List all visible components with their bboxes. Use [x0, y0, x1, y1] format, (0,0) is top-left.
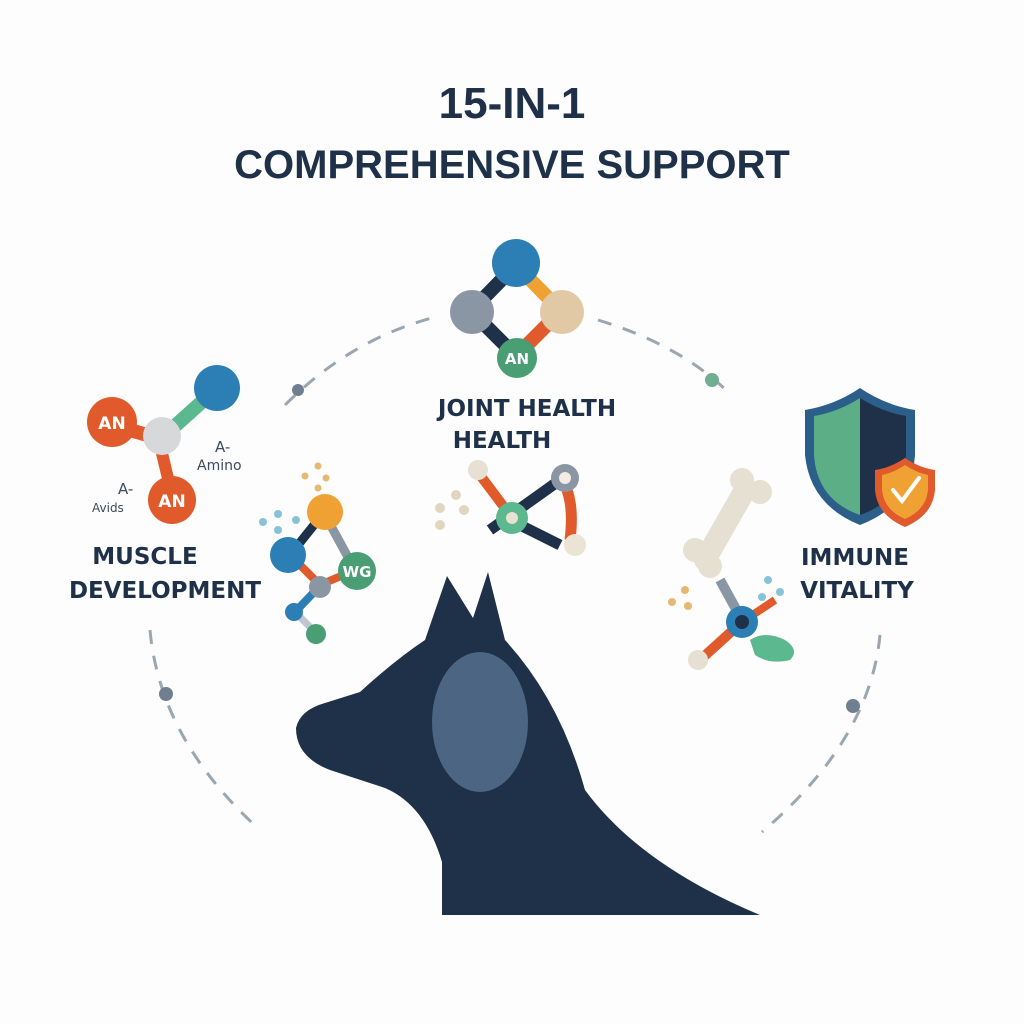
molecule-caption: Avids — [92, 501, 124, 515]
immune-vitality-label: VITALITY — [800, 578, 914, 604]
immune-vitality-label: IMMUNE — [801, 545, 909, 571]
joint-molecule-icon: AN — [450, 239, 584, 378]
joint-health-label: JOINT HEALTH — [436, 396, 616, 422]
muscle-development-label: DEVELOPMENT — [69, 578, 261, 604]
orbit-dot — [292, 384, 304, 396]
molecule-label: AN — [98, 414, 125, 434]
molecule-cluster-icon: WG — [259, 462, 376, 644]
molecule-caption: Amino — [197, 458, 242, 474]
joint-health-label: HEALTH — [453, 428, 552, 454]
molecule-caption: A- — [215, 438, 230, 456]
bone-molecule-icon — [668, 468, 794, 670]
dog-silhouette — [296, 572, 760, 915]
dog-ear — [432, 652, 528, 792]
joint-bone-icon — [435, 460, 586, 556]
orbit-dot — [705, 373, 719, 387]
title-line-2: COMPREHENSIVE SUPPORT — [234, 143, 790, 187]
molecule-label: AN — [505, 350, 529, 368]
orbit-dot — [846, 699, 860, 713]
title-line-1: 15-IN-1 — [439, 79, 586, 128]
check-shield-icon — [875, 458, 935, 527]
muscle-development-label: MUSCLE — [92, 544, 197, 570]
molecule-label: AN — [158, 492, 185, 512]
amino-acid-molecule-icon: AN AN A- Amino A- Avids — [87, 365, 242, 524]
molecule-label: WG — [343, 563, 372, 581]
molecule-caption: A- — [118, 480, 133, 498]
orbit-dot — [159, 687, 173, 701]
